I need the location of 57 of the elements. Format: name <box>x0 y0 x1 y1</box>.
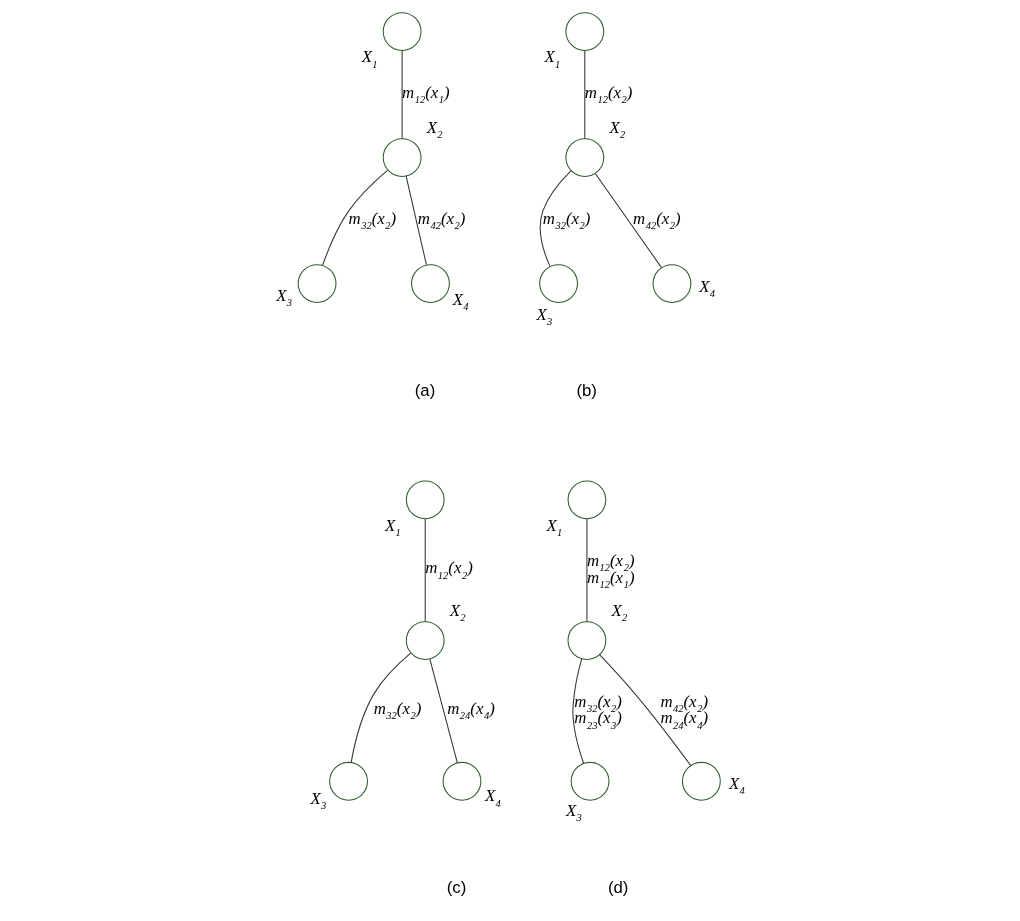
connector <box>571 658 584 764</box>
connector <box>405 175 427 266</box>
node-label: X$_{3}$ <box>535 304 552 328</box>
node-label: X$_{4}$ <box>484 786 501 809</box>
node-circle <box>681 761 721 801</box>
node-circle <box>564 138 604 177</box>
label: m$_{12}$(x$_{2}$) <box>584 82 632 106</box>
node-label: X$_{1}$ <box>543 47 560 70</box>
node-circle <box>410 264 450 303</box>
label: (a) <box>414 380 435 400</box>
connector <box>594 173 662 269</box>
label: (c) <box>446 878 466 898</box>
node-circle <box>297 264 336 303</box>
node-label: X$_{2}$ <box>426 117 442 141</box>
node-circle <box>652 264 691 303</box>
node-circle <box>567 621 606 660</box>
node-circle <box>442 761 481 801</box>
node-label: X$_{4}$ <box>452 289 469 313</box>
node-label: X$_{1}$ <box>546 515 562 539</box>
label: m$_{42}$(x$_{2}$) <box>417 208 465 232</box>
node-label: X$_{4}$ <box>698 276 715 300</box>
node-label: X$_{3}$ <box>275 285 292 309</box>
label: m$_{32}$(x$_{2}$) <box>542 208 590 232</box>
node-label: X$_{2}$ <box>611 600 627 624</box>
node-circle <box>328 761 368 801</box>
node-circle <box>382 12 422 51</box>
connector <box>583 50 585 139</box>
connector <box>598 654 691 767</box>
label: m$_{12}$(x$_{2}$) <box>424 558 473 581</box>
label: m$_{12}$(x$_{1}$) <box>401 82 450 106</box>
node-label: X$_{2}$ <box>608 117 625 141</box>
label: m$_{42}$(x$_{2}$) <box>632 208 681 232</box>
connector <box>539 170 571 268</box>
node-label: X$_{1}$ <box>361 47 378 70</box>
connector <box>585 518 587 622</box>
node-label: X$_{4}$ <box>728 773 745 797</box>
connector <box>428 658 458 764</box>
node-circle <box>564 12 604 51</box>
node-circle <box>538 264 578 303</box>
connector <box>401 50 403 139</box>
label: (b) <box>575 380 597 400</box>
label: m$_{24}$(x$_{4}$) <box>446 698 495 722</box>
node-circle <box>382 138 422 177</box>
node-label: X$_{3}$ <box>309 788 326 812</box>
label: m$_{32}$(x$_{2}$) <box>373 698 421 722</box>
node-label: X$_{3}$ <box>565 800 582 824</box>
label: m$_{32}$(x$_{2}$) <box>348 208 396 232</box>
connector <box>424 518 426 622</box>
node-label: X$_{2}$ <box>449 600 466 624</box>
node-circle <box>567 480 606 520</box>
label: (d) <box>607 878 628 898</box>
node-label: X$_{1}$ <box>384 515 401 539</box>
node-circle <box>405 621 445 660</box>
node-circle <box>405 480 445 520</box>
connector <box>321 169 388 266</box>
node-circle <box>570 761 609 801</box>
connector <box>350 652 411 763</box>
